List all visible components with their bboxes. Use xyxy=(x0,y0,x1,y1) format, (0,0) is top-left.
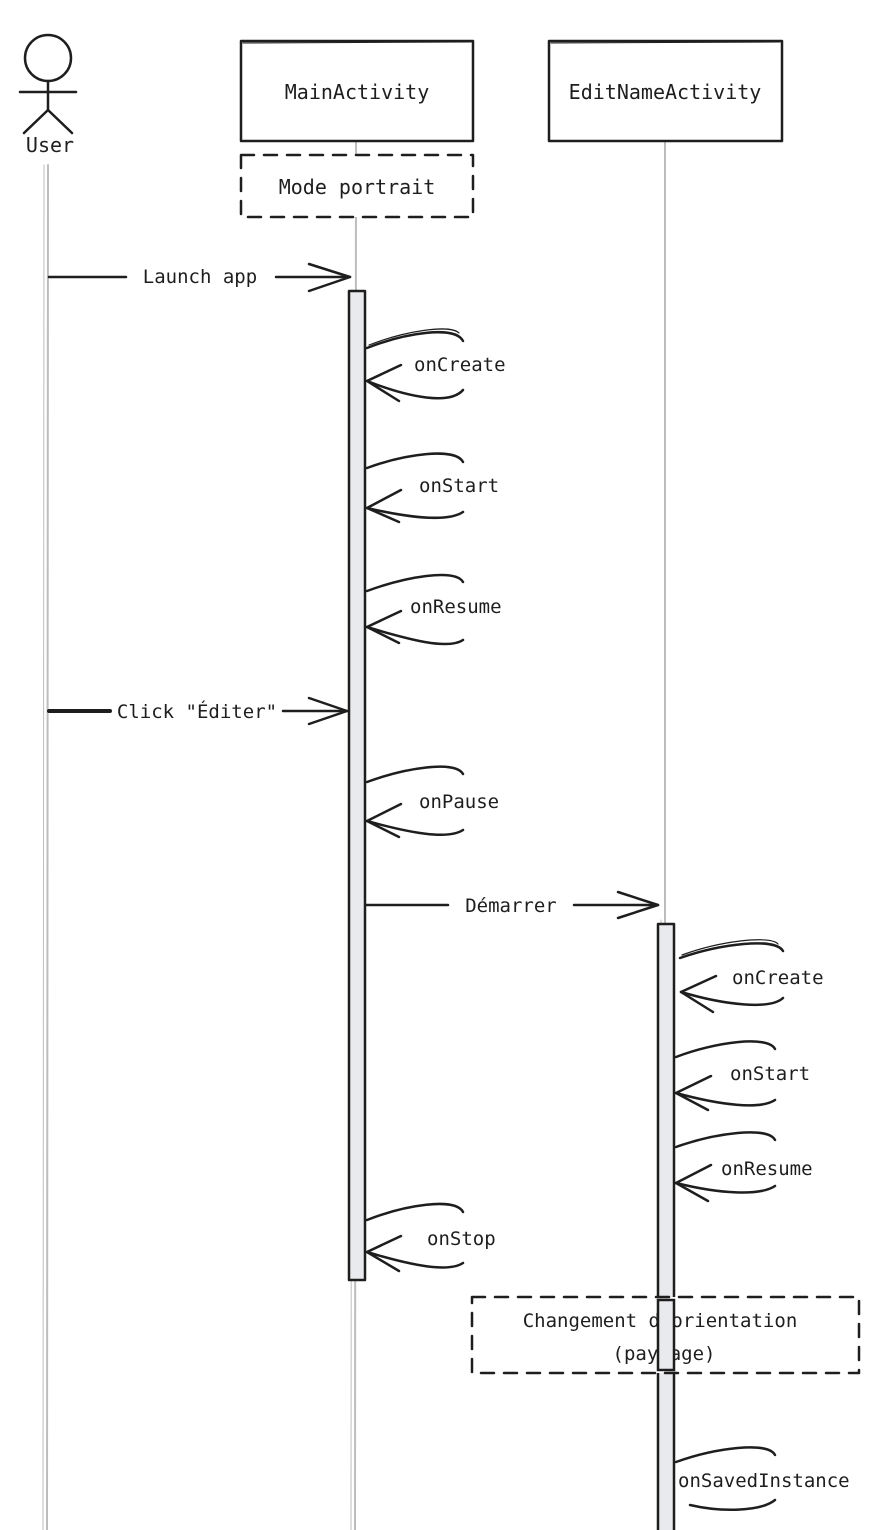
main-activity-title: MainActivity xyxy=(285,80,430,104)
edit-on-resume-arrow xyxy=(674,1131,777,1203)
user-lifeline xyxy=(42,164,49,1530)
launch-app-arrow xyxy=(47,262,352,293)
launch-app-label: Launch app xyxy=(143,266,257,288)
edit-activity-box xyxy=(547,39,784,143)
main-activity-activation xyxy=(347,289,367,1282)
main-on-create-label: onCreate xyxy=(414,354,506,376)
main-on-create-arrow xyxy=(365,328,465,403)
main-on-start-label: onStart xyxy=(419,475,499,497)
user-actor-icon xyxy=(18,33,78,135)
start-activity-label: Démarrer xyxy=(465,895,557,917)
main-on-pause-arrow xyxy=(365,765,465,839)
main-on-start-arrow xyxy=(365,452,465,524)
edit-on-saved-instance-label: onSavedInstance xyxy=(678,1470,850,1492)
click-edit-label: Click "Éditer" xyxy=(117,700,277,723)
main-on-resume-label: onResume xyxy=(410,596,502,618)
main-on-stop-label: onStop xyxy=(427,1228,496,1250)
portrait-note-text: Mode portrait xyxy=(279,175,436,199)
start-activity-arrow xyxy=(364,890,660,920)
main-on-resume-arrow xyxy=(365,573,465,646)
edit-on-create-label: onCreate xyxy=(732,967,824,989)
main-activity-box xyxy=(239,39,475,143)
edit-activity-activation-overlay xyxy=(656,1298,676,1372)
edit-on-resume-label: onResume xyxy=(721,1158,813,1180)
main-on-stop-arrow xyxy=(365,1202,465,1273)
click-edit-arrow xyxy=(47,696,349,726)
main-on-pause-label: onPause xyxy=(419,791,499,813)
edit-activity-title: EditNameActivity xyxy=(569,80,762,104)
edit-on-start-label: onStart xyxy=(730,1063,810,1085)
edit-on-saved-instance-arrow xyxy=(674,1446,777,1511)
edit-on-start-arrow xyxy=(674,1040,777,1112)
edit-on-create-arrow xyxy=(678,939,785,1014)
user-actor-label: User xyxy=(26,133,74,157)
portrait-note xyxy=(239,153,475,219)
edit-activity-activation xyxy=(656,922,676,1530)
